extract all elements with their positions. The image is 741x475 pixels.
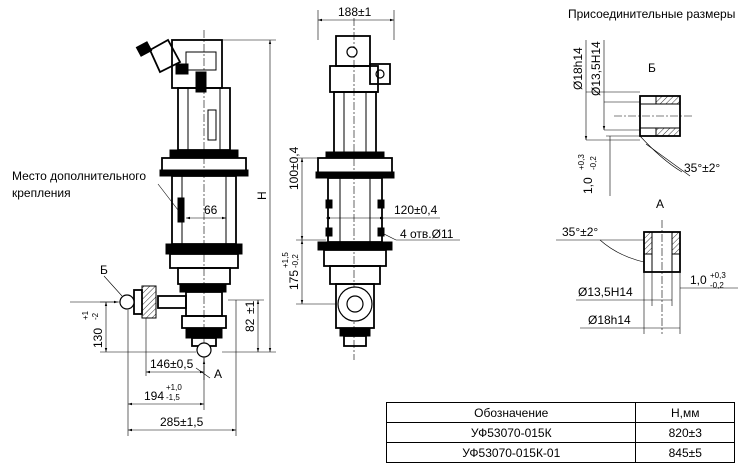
a-len-tol-dn: -0,2 [710,281,724,290]
detail-a [556,220,738,334]
table-row: УФ53070-015К-01 845±5 [385,442,735,463]
dim-146: 146±0,5 [150,357,194,371]
side-view [315,18,395,360]
dim-194: 194 [144,389,164,403]
dim-66: 66 [204,203,218,217]
connection-title: Присоединительные размеры [568,7,735,21]
a-dia-18: Ø18h14 [588,313,631,327]
height-h-label: H [255,191,269,200]
table-row: УФ53070-015К 820±3 [385,422,735,443]
view-b-label: Б [100,263,108,277]
b-len-tol-up: +0,3 [577,154,586,170]
spec-table-header-h: H,мм [635,402,735,423]
dim-188: 188±1 [338,5,372,19]
extra-mount-label-line1: Место дополнительного [12,169,146,183]
a-dia-13: Ø13,5H14 [578,285,633,299]
dim-175-tol-dn: -0,2 [291,254,300,268]
view-b-detail-label: Б [648,61,656,75]
b-angle: 35°±2° [684,161,720,175]
dim-194-tol-up: +1,0 [166,383,182,392]
dim-175-tol-up: +1,5 [281,252,290,268]
dim-82: 82 [243,318,257,332]
dim-100: 100±0,4 [287,146,301,190]
table-cell-designation: УФ53070-015К [385,422,637,443]
dimension-lines [70,10,460,436]
view-a-label: А [214,367,222,381]
dim-194-tol-dn: -1,5 [166,393,180,402]
a-angle: 35°±2° [562,225,598,239]
front-view [119,30,249,370]
dim-130: 130 [91,328,105,348]
dim-holes: 4 отв.Ø11 [400,227,454,241]
dim-120: 120±0,4 [394,203,438,217]
b-dia-18: Ø18h14 [571,47,585,90]
spec-table-header-designation: Обозначение [385,402,637,423]
extra-mount-label-line2: крепления [12,186,71,200]
b-dia-13: Ø13,5H14 [589,41,603,96]
a-len-tol-up: +0,3 [710,271,726,280]
dim-175: 175 [287,270,301,290]
detail-b [584,40,692,196]
spec-table-header-row: Обозначение H,мм [385,402,735,423]
dim-130-tol-dn: -2 [91,312,100,320]
table-cell-h: 820±3 [635,422,735,443]
table-cell-h: 845±5 [635,442,735,463]
spec-table: Обозначение H,мм УФ53070-015К 820±3 УФ53… [385,402,735,463]
a-len: 1,0 [690,273,707,287]
b-len: 1,0 [581,177,595,194]
table-cell-designation: УФ53070-015К-01 [385,442,637,463]
dim-130-tol-up: +1 [81,310,90,320]
view-a-detail-label: А [656,197,664,211]
dim-82-tol: ±1 [243,300,257,314]
dim-285: 285±1,5 [160,415,204,429]
b-len-tol-dn: -0,2 [589,156,598,170]
